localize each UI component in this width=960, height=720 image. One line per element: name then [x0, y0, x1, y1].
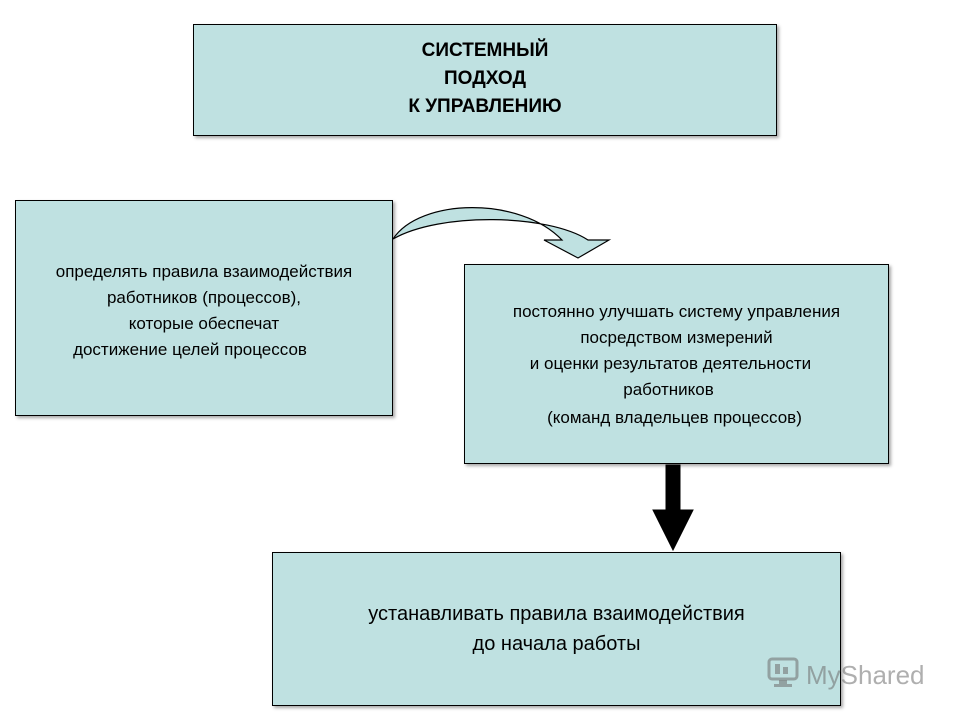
left-box-line-3: которые обеспечат	[128, 314, 280, 333]
down-arrow	[652, 464, 694, 552]
right-box-line-2: посредством измерений	[580, 328, 773, 347]
title-box: СИСТЕМНЫЙ ПОДХОД К УПРАВЛЕНИЮ	[193, 24, 777, 136]
left-box-line-2: работников (процессов),	[106, 288, 302, 307]
left-box-line-1: определять правила взаимодействия	[55, 262, 353, 281]
right-box-line-1: постоянно улучшать систему управления	[512, 302, 841, 321]
left-box-line-4: достижение целей процессов	[73, 340, 307, 359]
bottom-box-line-2: до начала работы	[472, 633, 641, 655]
title-line-1: СИСТЕМНЫЙ	[421, 40, 549, 61]
right-box-line-5: (команд владельцев процессов)	[547, 408, 802, 427]
right-box-line-3: и оценки результатов деятельности	[529, 354, 812, 373]
bottom-box-line-1: устанавливать правила взаимодействия	[368, 603, 745, 625]
title-line-2: ПОДХОД	[444, 68, 526, 89]
improve-system-box: постоянно улучшать систему управления по…	[464, 264, 889, 464]
set-rules-box: устанавливать правила взаимодействия до …	[272, 552, 841, 706]
right-box-line-4: работников	[623, 380, 714, 399]
monitor-cart-icon	[766, 656, 800, 695]
watermark: MyShared	[766, 652, 936, 698]
title-line-3: К УПРАВЛЕНИЮ	[408, 96, 562, 117]
watermark-text: MyShared	[806, 659, 925, 690]
curved-arrow	[392, 207, 612, 259]
define-rules-box: определять правила взаимодействия работн…	[15, 200, 393, 416]
